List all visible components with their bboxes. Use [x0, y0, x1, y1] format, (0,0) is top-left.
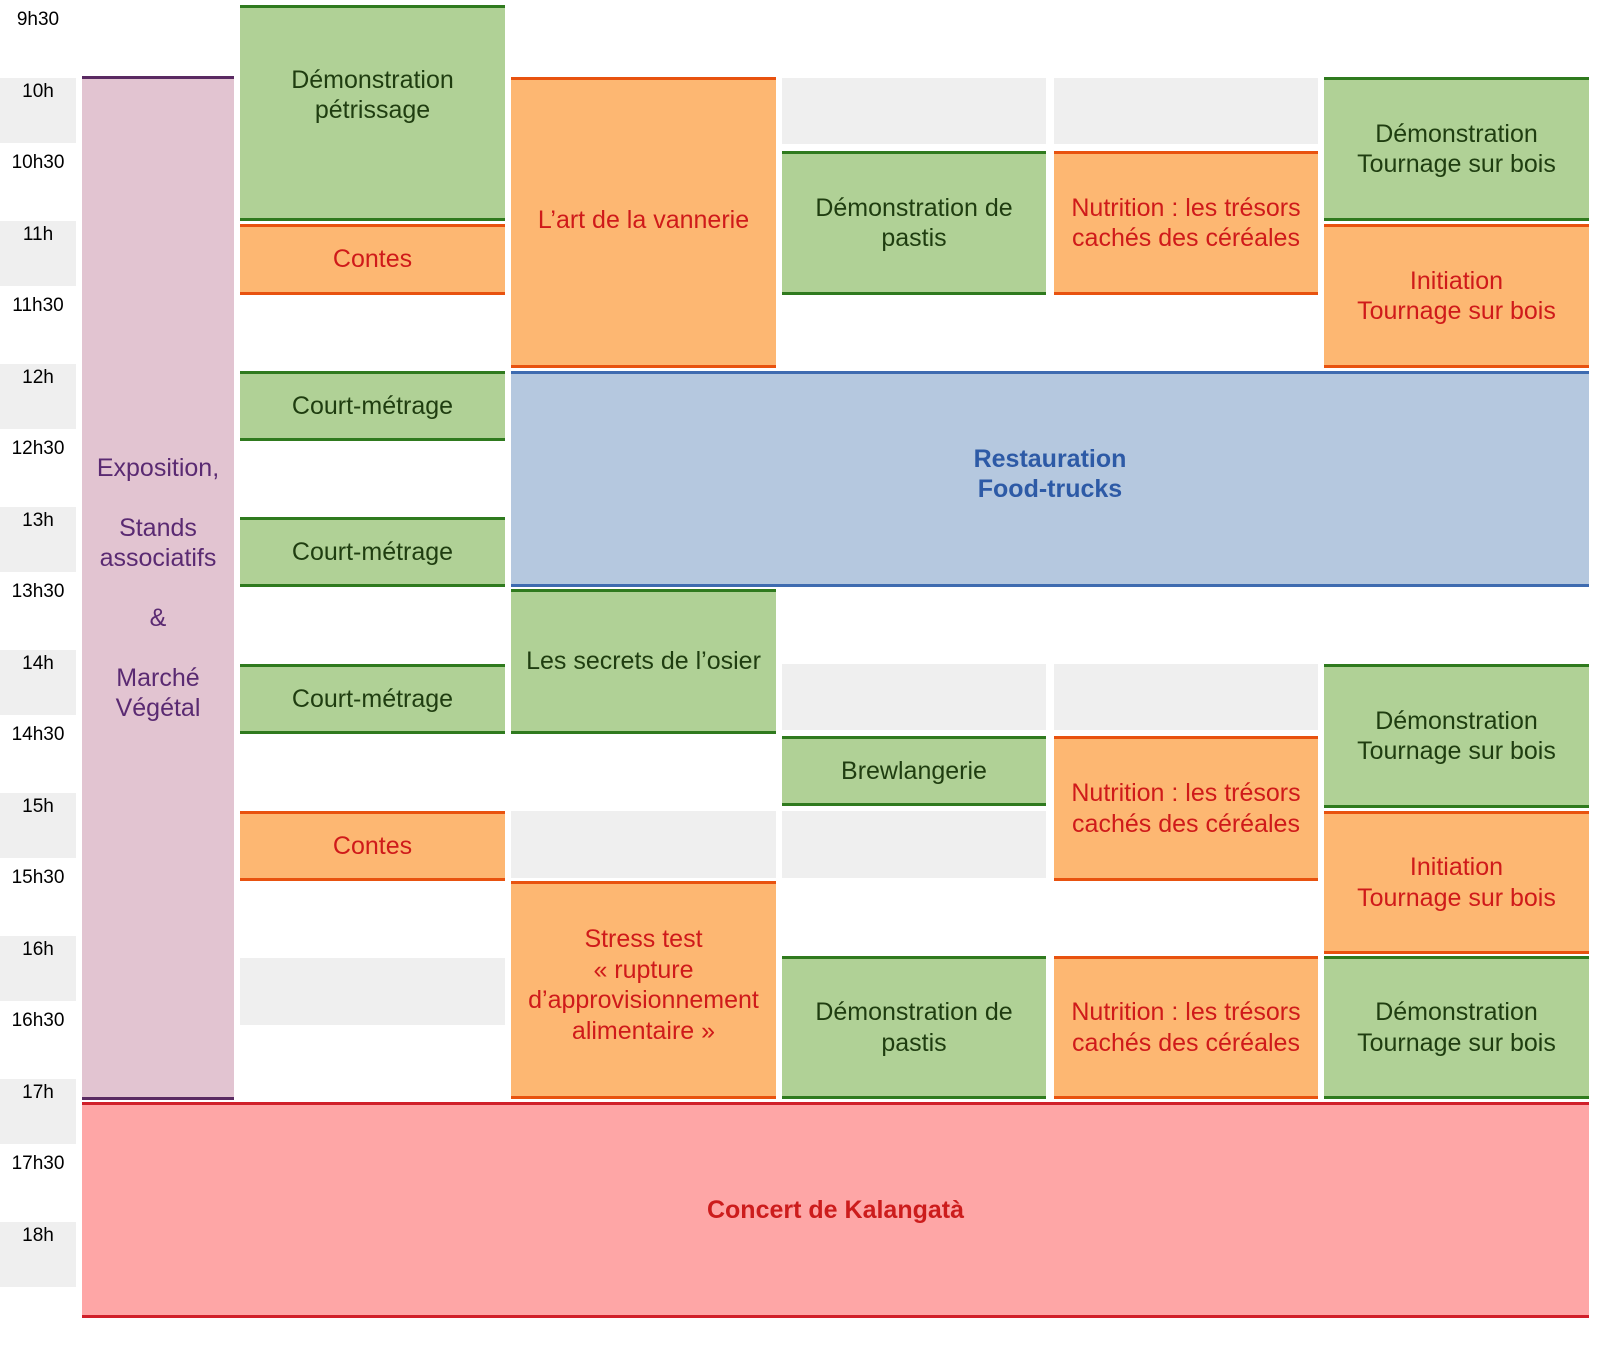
- time-label: 13h: [22, 510, 54, 531]
- event-court-metrage[interactable]: Court-métrage: [240, 371, 505, 441]
- time-band: [0, 1079, 76, 1144]
- event-label: Restauration Food-trucks: [973, 444, 1127, 504]
- event-stress-test[interactable]: Stress test « rupture d’approvisionnemen…: [511, 881, 776, 1099]
- time-label: 14h: [22, 653, 54, 674]
- time-label: 14h30: [11, 724, 65, 745]
- event-label: Nutrition : les trésors cachés des céréa…: [1071, 998, 1301, 1057]
- time-label: 10h30: [11, 152, 65, 173]
- time-label: 11h: [22, 224, 54, 245]
- event-label: Exposition, Stands associatifs & Marché …: [96, 454, 220, 722]
- event-nutrition[interactable]: Nutrition : les trésors cachés des céréa…: [1054, 736, 1318, 881]
- time-band: [0, 221, 76, 286]
- event-initiation-tournage[interactable]: Initiation Tournage sur bois: [1324, 224, 1589, 368]
- event-label: Initiation Tournage sur bois: [1357, 853, 1556, 912]
- event-label: Concert de Kalangatà: [706, 1195, 964, 1224]
- event-restauration[interactable]: Restauration Food-trucks: [511, 371, 1589, 587]
- time-label: 17h: [22, 1082, 54, 1103]
- event-concert[interactable]: Concert de Kalangatà: [82, 1102, 1589, 1318]
- time-label: 15h: [22, 796, 54, 817]
- time-label: 17h30: [11, 1153, 65, 1174]
- event-label: Court-métrage: [291, 537, 454, 566]
- time-band: [0, 78, 76, 143]
- event-label: Court-métrage: [291, 684, 454, 713]
- event-brewlangerie[interactable]: Brewlangerie: [782, 736, 1046, 806]
- event-label: L’art de la vannerie: [537, 205, 750, 234]
- event-exposition[interactable]: Exposition, Stands associatifs & Marché …: [82, 76, 234, 1100]
- event-label: Démonstration Tournage sur bois: [1357, 119, 1556, 179]
- event-court-metrage[interactable]: Court-métrage: [240, 517, 505, 587]
- empty-slot: [782, 811, 1046, 878]
- event-label: Démonstration Tournage sur bois: [1357, 998, 1556, 1057]
- event-demo-tournage[interactable]: Démonstration Tournage sur bois: [1324, 664, 1589, 808]
- event-initiation-tournage[interactable]: Initiation Tournage sur bois: [1324, 811, 1589, 954]
- event-label: Démonstration pétrissage: [291, 65, 454, 125]
- event-label: Contes: [332, 831, 413, 860]
- empty-slot: [240, 958, 505, 1025]
- event-label: Nutrition : les trésors cachés des céréa…: [1071, 193, 1301, 253]
- event-label: Stress test « rupture d’approvisionnemen…: [528, 925, 759, 1045]
- time-band: [0, 793, 76, 858]
- event-label: Initiation Tournage sur bois: [1357, 266, 1556, 326]
- time-label: 16h30: [11, 1010, 65, 1031]
- event-demo-pastis[interactable]: Démonstration de pastis: [782, 956, 1046, 1099]
- event-nutrition[interactable]: Nutrition : les trésors cachés des céréa…: [1054, 956, 1318, 1099]
- time-label: 16h: [22, 939, 54, 960]
- event-label: Court-métrage: [291, 391, 454, 420]
- time-label: 12h30: [11, 438, 65, 459]
- event-court-metrage[interactable]: Court-métrage: [240, 664, 505, 734]
- event-label: Brewlangerie: [841, 756, 987, 785]
- time-label: 11h30: [12, 295, 64, 316]
- event-label: Les secrets de l’osier: [526, 647, 761, 676]
- empty-slot: [782, 664, 1046, 730]
- event-contes[interactable]: Contes: [240, 224, 505, 295]
- time-label: 13h30: [11, 581, 65, 602]
- time-band: [0, 1222, 76, 1287]
- time-label: 10h: [22, 81, 54, 102]
- time-label: 12h: [22, 367, 54, 388]
- event-label: Démonstration de pastis: [815, 998, 1013, 1057]
- time-band: [0, 507, 76, 572]
- event-demo-pastis[interactable]: Démonstration de pastis: [782, 151, 1046, 295]
- event-label: Démonstration Tournage sur bois: [1357, 706, 1556, 766]
- time-label: 15h30: [11, 867, 65, 888]
- time-label: 18h: [22, 1225, 54, 1246]
- empty-slot: [1054, 78, 1318, 144]
- time-band: [0, 936, 76, 1001]
- event-art-vannerie[interactable]: L’art de la vannerie: [511, 77, 776, 368]
- event-demo-petrissage[interactable]: Démonstration pétrissage: [240, 5, 505, 221]
- event-label: Nutrition : les trésors cachés des céréa…: [1071, 779, 1301, 838]
- event-secrets-osier[interactable]: Les secrets de l’osier: [511, 589, 776, 734]
- event-nutrition[interactable]: Nutrition : les trésors cachés des céréa…: [1054, 151, 1318, 295]
- empty-slot: [782, 78, 1046, 144]
- event-label: Démonstration de pastis: [815, 193, 1013, 253]
- time-label: 9h30: [16, 9, 60, 30]
- time-band: [0, 650, 76, 715]
- empty-slot: [511, 811, 776, 878]
- event-contes[interactable]: Contes: [240, 811, 505, 881]
- event-demo-tournage[interactable]: Démonstration Tournage sur bois: [1324, 956, 1589, 1099]
- time-band: [0, 364, 76, 429]
- event-demo-tournage[interactable]: Démonstration Tournage sur bois: [1324, 77, 1589, 221]
- event-label: Contes: [332, 245, 413, 274]
- empty-slot: [1054, 664, 1318, 730]
